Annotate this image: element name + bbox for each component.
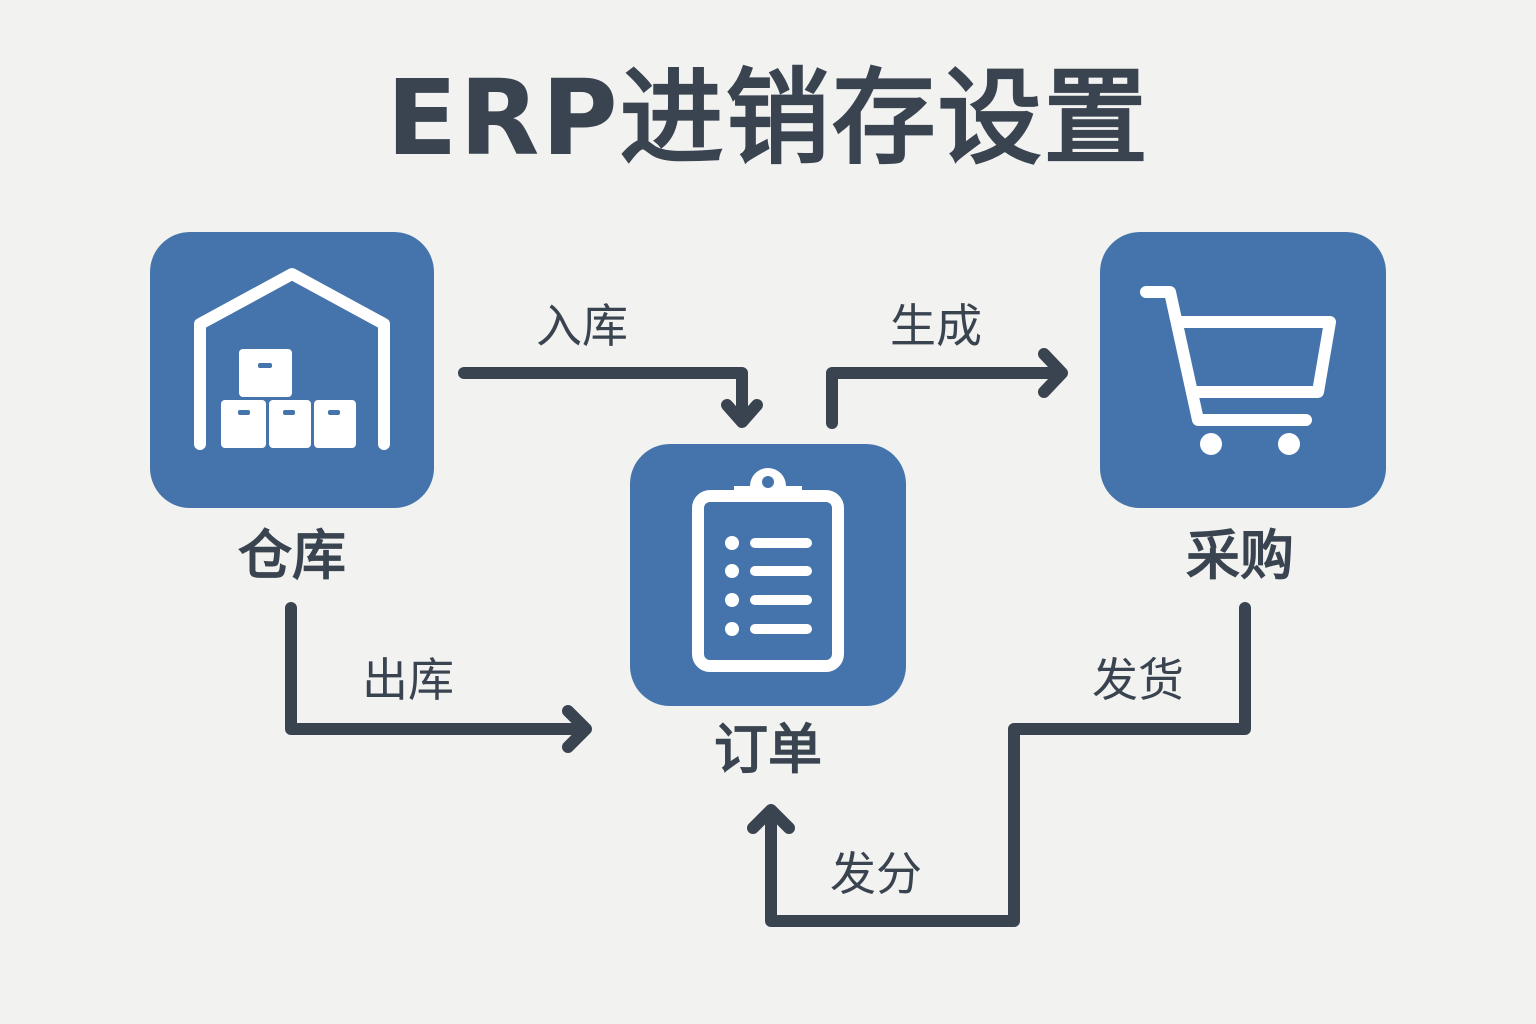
edge-label-dispatch: 发分 xyxy=(830,847,922,901)
purchase-label: 采购 xyxy=(1186,524,1294,587)
clipboard-list-icon xyxy=(692,468,844,672)
edge-label-generate: 生成 xyxy=(890,299,982,353)
warehouse-label: 仓库 xyxy=(238,524,346,587)
warehouse-node[interactable] xyxy=(150,232,434,508)
shopping-cart-icon xyxy=(1140,286,1336,455)
edge-outbound-arrow xyxy=(285,602,592,753)
edge-ship-arrow xyxy=(747,602,1251,927)
edge-inbound-arrow xyxy=(458,367,763,428)
purchase-node[interactable] xyxy=(1100,232,1386,508)
diagram-title: ERP进销存设置 xyxy=(386,57,1150,179)
warehouse-icon xyxy=(194,268,390,450)
edge-generate-arrow xyxy=(826,348,1068,429)
edge-label-ship: 发货 xyxy=(1092,653,1184,707)
edge-label-inbound: 入库 xyxy=(536,299,628,353)
order-node[interactable] xyxy=(630,444,906,706)
order-label: 订单 xyxy=(714,718,822,781)
edge-label-outbound: 出库 xyxy=(362,653,454,707)
